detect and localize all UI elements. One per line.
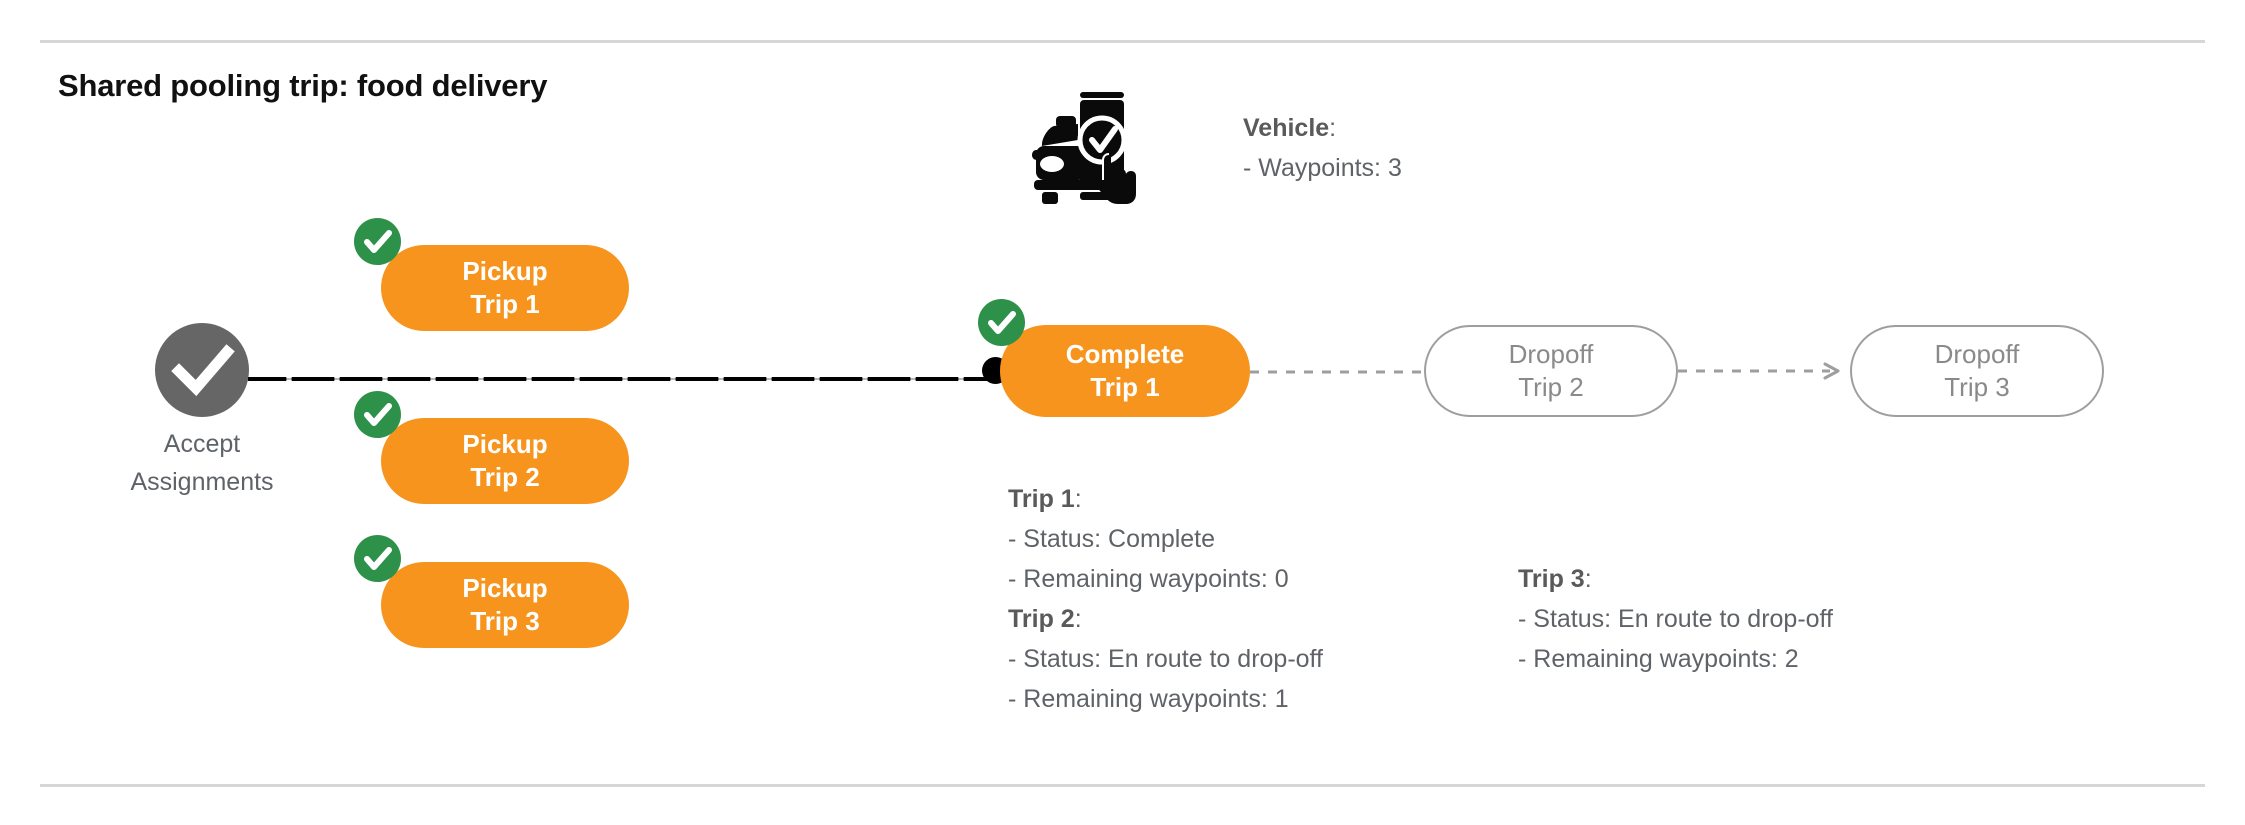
trip-3-heading-colon: : xyxy=(1584,565,1592,593)
trip-1-status-line: - Status: Complete xyxy=(1008,525,1216,553)
trip-2-heading-row: Trip 2: xyxy=(1008,599,1323,639)
check-badge-icon xyxy=(978,299,1025,346)
check-badge-icon xyxy=(354,391,401,438)
dropoff-trip-3-line2: Trip 3 xyxy=(1944,372,2010,402)
accept-assignments-label: Accept Assignments xyxy=(130,430,274,496)
vehicle-info-block: Vehicle: - Waypoints: 3 xyxy=(1243,108,1402,188)
pickup-trip-2-node[interactable]: Pickup Trip 2 xyxy=(354,391,629,504)
top-divider xyxy=(40,40,2205,43)
pickup-trip-3-line1: Pickup xyxy=(462,573,548,603)
check-badge-icon xyxy=(354,218,401,265)
trip-1-heading: Trip 1 xyxy=(1008,485,1075,513)
trip-3-status-line: - Status: En route to drop-off xyxy=(1518,605,1833,633)
check-badge-icon xyxy=(354,535,401,582)
dropoff-trip-3-line1: Dropoff xyxy=(1934,339,2020,369)
dropoff-trip-2-line1: Dropoff xyxy=(1508,339,1594,369)
accept-assignments-node[interactable]: Accept Assignments xyxy=(130,323,274,496)
pickup-trip-1-line1: Pickup xyxy=(462,256,548,286)
trip-2-status-line: - Status: En route to drop-off xyxy=(1008,645,1323,673)
trip-1-2-info-block: Trip 1: - Status: Complete - Remaining w… xyxy=(1008,479,1323,719)
pickup-trip-1-node[interactable]: Pickup Trip 1 xyxy=(354,218,629,331)
pickup-trip-1-line2: Trip 1 xyxy=(470,289,540,319)
pickup-trip-2-line2: Trip 2 xyxy=(470,462,540,492)
pickup-trip-3-node[interactable]: Pickup Trip 3 xyxy=(354,535,629,648)
connector-dropoff-2-to-dropoff-3 xyxy=(1678,362,1848,380)
trip-2-heading-colon: : xyxy=(1074,605,1082,633)
complete-trip-1-line1: Complete xyxy=(1065,339,1185,369)
check-circle-icon xyxy=(155,323,249,417)
car-phone-check-icon xyxy=(1030,88,1140,208)
trip-3-waypoints-line: - Remaining waypoints: 2 xyxy=(1518,645,1799,673)
dropoff-trip-3-node[interactable]: Dropoff Trip 3 xyxy=(1850,325,2104,417)
vehicle-info-heading: Vehicle: xyxy=(1243,108,1402,148)
trip-2-waypoints-line: - Remaining waypoints: 1 xyxy=(1008,685,1289,713)
vehicle-waypoints-line: - Waypoints: 3 xyxy=(1243,154,1402,182)
complete-trip-1-node[interactable]: Complete Trip 1 xyxy=(978,299,1250,417)
dropoff-trip-2-line2: Trip 2 xyxy=(1518,372,1584,402)
page-title: Shared pooling trip: food delivery xyxy=(58,68,548,103)
connector-complete-to-dropoff-2 xyxy=(1250,365,1424,377)
trip-3-heading-row: Trip 3: xyxy=(1518,559,1833,599)
trip-3-info-block: Trip 3: - Status: En route to drop-off -… xyxy=(1518,559,1833,679)
pickup-trip-2-line1: Pickup xyxy=(462,429,548,459)
pickup-trip-3-line2: Trip 3 xyxy=(470,606,540,636)
trunk-dashed-connector xyxy=(243,368,1005,386)
trip-3-heading: Trip 3 xyxy=(1518,565,1585,593)
complete-trip-1-line2: Trip 1 xyxy=(1090,372,1160,402)
vehicle-label: Vehicle xyxy=(1243,114,1330,142)
vehicle-label-colon: : xyxy=(1329,114,1337,142)
bottom-divider xyxy=(40,784,2205,787)
trip-1-heading-colon: : xyxy=(1074,485,1082,513)
trip-1-waypoints-line: - Remaining waypoints: 0 xyxy=(1008,565,1289,593)
trip-2-heading: Trip 2 xyxy=(1008,605,1075,633)
trip-1-heading-row: Trip 1: xyxy=(1008,479,1323,519)
dropoff-trip-2-node[interactable]: Dropoff Trip 2 xyxy=(1424,325,1678,417)
